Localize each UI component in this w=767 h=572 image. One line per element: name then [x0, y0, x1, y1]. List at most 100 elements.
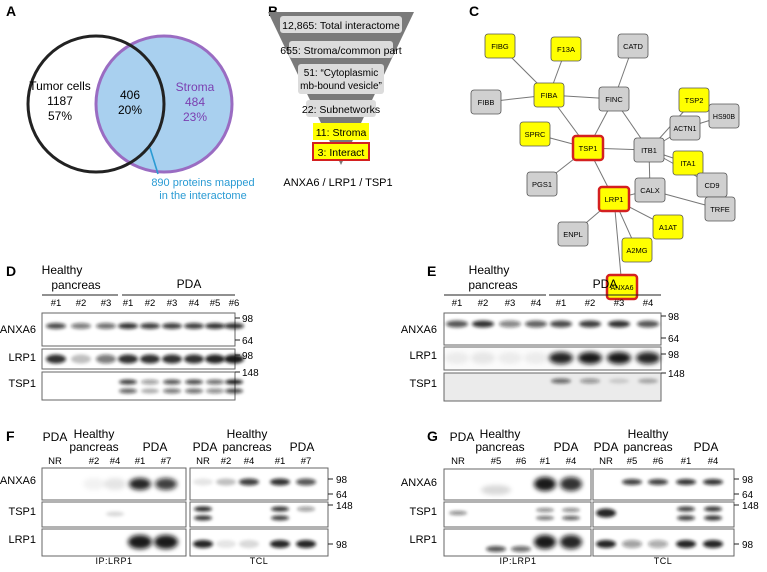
venn-tumor-label: Tumor cells — [29, 79, 91, 93]
venn-stroma-pct: 23% — [183, 110, 207, 124]
network-node-enpl: ENPL — [557, 221, 589, 247]
g-ip-label: IP:LRP1 — [499, 556, 536, 566]
lane-label: #4 — [708, 456, 719, 467]
blot-band — [703, 479, 723, 485]
lane-label: #5 — [210, 298, 221, 309]
blot-band — [163, 388, 181, 394]
venn-note-line2: in the interactome — [159, 190, 246, 202]
blot-band — [194, 515, 212, 521]
e-row-anxa6: ANXA6 — [401, 324, 437, 336]
lane-label: #7 — [161, 456, 172, 467]
network-node-label: ITB1 — [641, 146, 657, 155]
blot-band — [648, 540, 668, 548]
blot-band — [511, 546, 531, 552]
e-marker-148: 148 — [668, 369, 685, 380]
network-node-label: TSP1 — [579, 144, 598, 153]
network-node-sprc: SPRC — [519, 121, 551, 147]
lane-label: NR — [599, 456, 613, 467]
g-marker-98: 98 — [742, 475, 754, 486]
lane-label: #4 — [189, 298, 200, 309]
funnel-step-total-label: 12,865: Total interactome — [282, 20, 400, 32]
f-tcl-healthy-2: pancreas — [222, 440, 271, 454]
lane-label: #4 — [244, 456, 255, 467]
blot-band — [206, 388, 224, 394]
network-node-label: HS90B — [713, 114, 736, 121]
e-blot-tsp1 — [443, 372, 662, 402]
blot-band — [562, 508, 580, 512]
blot-band — [622, 540, 642, 548]
lane-label: #6 — [516, 456, 527, 467]
blot-band — [271, 506, 289, 512]
lane-label: #2 — [585, 298, 596, 309]
blot-band — [560, 535, 582, 549]
network-node-f13a: F13A — [550, 36, 582, 62]
network-node-box — [621, 237, 653, 263]
blot-band — [118, 323, 138, 329]
network-node-box — [484, 33, 516, 59]
e-marker-64: 64 — [668, 334, 680, 345]
blot-band — [296, 478, 316, 486]
network-node-label: ENPL — [563, 230, 583, 239]
blot-band — [578, 352, 602, 364]
blot-band — [71, 354, 91, 364]
network-node-box — [633, 137, 665, 163]
network-node-lrp1: LRP1 — [597, 185, 631, 213]
network-node-a2mg: A2MG — [621, 237, 653, 263]
blot-band — [703, 540, 723, 548]
d-group-healthy-1: Healthy — [42, 263, 83, 277]
d-group-healthy-2: pancreas — [51, 278, 100, 292]
lane-label: #4 — [531, 298, 542, 309]
f-marker-98: 98 — [336, 475, 348, 486]
lane-label: #1 — [275, 456, 286, 467]
g-tcl-pda-left: PDA — [594, 440, 619, 454]
f-row-anxa6: ANXA6 — [0, 475, 36, 487]
network-node-box — [605, 273, 639, 301]
blot-band — [239, 540, 259, 548]
g-ip-pda-left: PDA — [450, 430, 475, 444]
lane-label: #3 — [167, 298, 178, 309]
d-blot-anxa6 — [41, 312, 236, 347]
f-tcl-healthy-1: Healthy — [227, 427, 268, 441]
panel-f: F PDA Healthy pancreas PDA PDA Healthy p… — [0, 427, 353, 566]
blot-band — [445, 352, 469, 364]
network-node-label: FIBG — [491, 42, 509, 51]
lane-label: #2 — [478, 298, 489, 309]
blot-band — [560, 477, 582, 491]
network-node-label: FINC — [605, 95, 623, 104]
network-node-label: ITA1 — [680, 159, 695, 168]
blot-band — [46, 323, 66, 329]
e-group-healthy-1: Healthy — [469, 263, 510, 277]
g-row-lrp1: LRP1 — [409, 534, 437, 546]
blot-band — [129, 478, 151, 490]
e-marker-98: 98 — [668, 312, 680, 323]
network-node-tsp1: TSP1 — [571, 134, 605, 162]
lane-label: #2 — [89, 456, 100, 467]
blot-band — [550, 320, 572, 328]
blot-band — [296, 540, 316, 548]
panel-d: D Healthy pancreas PDA #1#2#3#1#2#3#4#5#… — [0, 263, 259, 401]
network-node-fibb: FIBB — [470, 89, 502, 115]
network-node-label: TSP2 — [685, 96, 704, 105]
network-node-box — [597, 185, 631, 213]
e-row-tsp1: TSP1 — [409, 378, 437, 390]
blot-band — [562, 516, 580, 520]
g-row-anxa6: ANXA6 — [401, 477, 437, 489]
funnel-step-total — [280, 16, 402, 33]
f-marker-98b: 98 — [336, 540, 348, 551]
lane-label: #2 — [221, 456, 232, 467]
blot-band — [486, 546, 506, 552]
venn-note-pointer — [149, 147, 159, 175]
g-tcl-healthy-1: Healthy — [628, 427, 669, 441]
d-lane-labels: #1#2#3#1#2#3#4#5#6 — [51, 298, 240, 309]
funnel-step-subnetworks — [306, 100, 376, 117]
network-node-cd9: CD9 — [696, 172, 728, 198]
network-node-box — [557, 221, 589, 247]
d-marker-98b: 98 — [242, 351, 254, 362]
blot-band — [155, 478, 177, 490]
lane-label: #4 — [110, 456, 121, 467]
network-node-box — [708, 103, 740, 129]
network-node-finc: FINC — [598, 86, 630, 112]
network-node-fibg: FIBG — [484, 33, 516, 59]
